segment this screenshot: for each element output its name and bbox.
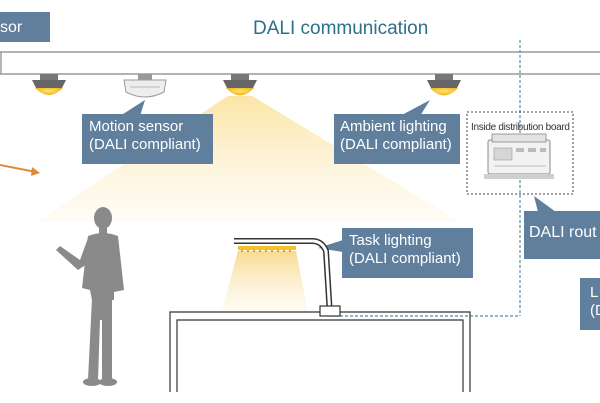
downlight-left-icon — [32, 74, 66, 95]
dali-router-device-icon — [484, 133, 554, 179]
ambient-lighting-label-line1: Ambient lighting — [340, 118, 447, 135]
dali-router-label-text: DALI rout — [529, 224, 597, 241]
signal-arrow-icon — [0, 164, 40, 176]
desk-outline — [169, 311, 471, 392]
right-partial-label: L (D — [580, 278, 600, 330]
ambient-lighting-label: Ambient lighting (DALI compliant) — [334, 114, 460, 164]
task-lighting-label-line1: Task lighting — [349, 232, 432, 249]
motion-sensor-device-icon — [123, 74, 167, 98]
dali-router-label: DALI rout — [524, 211, 600, 259]
motion-sensor-label-line1: Motion sensor — [89, 118, 184, 135]
right-partial-label-line1: L — [590, 284, 599, 301]
downlight-center-icon — [223, 74, 257, 96]
motion-sensor-label: Motion sensor (DALI compliant) — [82, 114, 213, 164]
right-partial-label-line2: (D — [590, 302, 600, 319]
task-light-cone — [222, 251, 308, 312]
motion-label-pointer — [120, 100, 145, 116]
task-lighting-label: Task lighting (DALI compliant) — [342, 228, 473, 278]
diagram-title: DALI communication — [253, 18, 429, 39]
ambient-label-pointer — [400, 100, 430, 116]
sensor-label-text: sor — [0, 19, 23, 36]
distribution-board-caption: Inside distribution board — [471, 122, 570, 133]
task-light-fixture-icon — [234, 238, 341, 317]
person-silhouette-icon — [56, 207, 124, 386]
ambient-lighting-label-line2: (DALI compliant) — [340, 136, 452, 153]
distribution-board-frame — [466, 111, 574, 195]
task-lighting-label-line2: (DALI compliant) — [349, 250, 461, 267]
motion-sensor-label-line2: (DALI compliant) — [89, 136, 201, 153]
router-label-pointer — [534, 196, 556, 212]
ambient-light-cone — [36, 96, 460, 222]
downlight-right-icon — [427, 74, 461, 96]
sensor-label-partial: sor — [0, 12, 50, 42]
